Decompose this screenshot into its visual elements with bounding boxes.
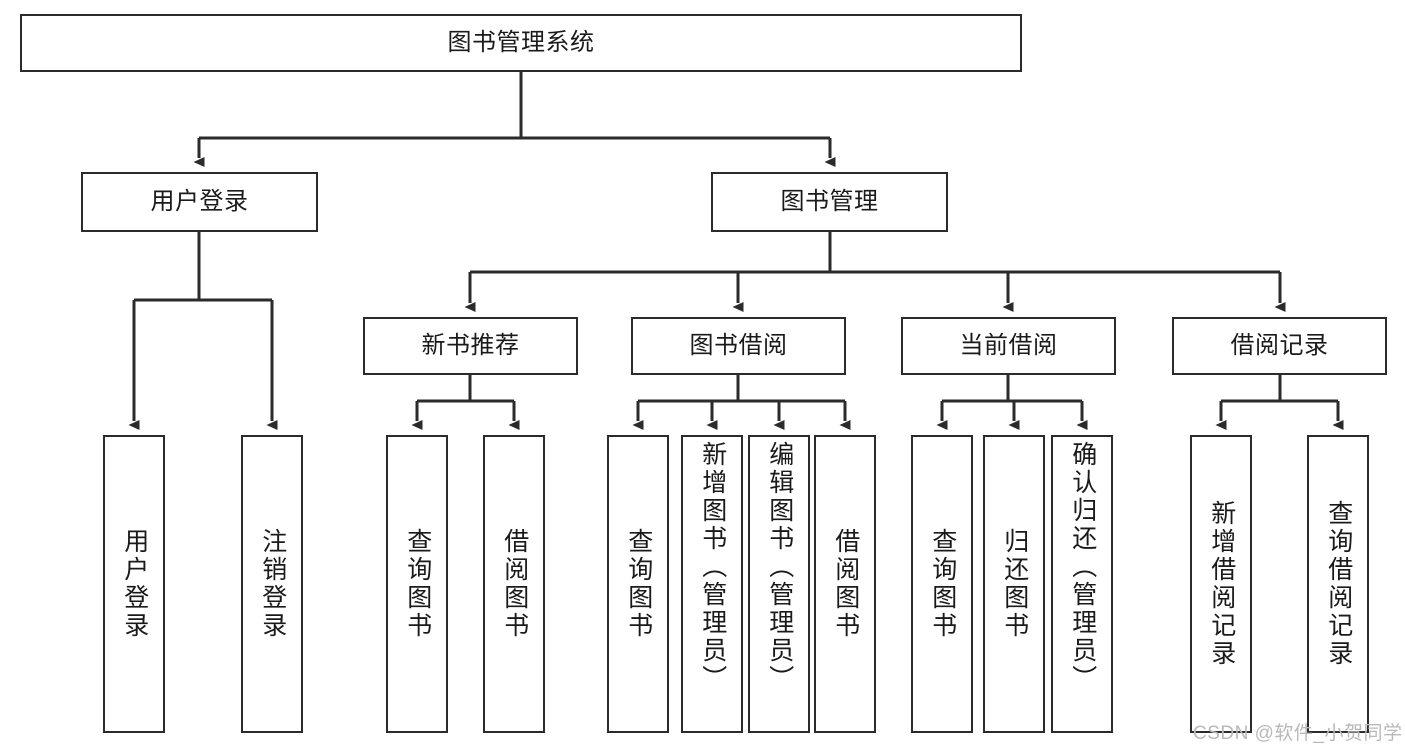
node-leaf-add-record-label: 新增借阅记录 — [1207, 500, 1236, 668]
node-leaf-add-book[interactable]: 新增图书（管理员） — [681, 435, 743, 733]
csdn-watermark-text: CSDN @软件_小贺同学 — [1193, 723, 1403, 744]
node-leaf-borrow-book-1[interactable]: 借阅图书 — [483, 435, 545, 733]
node-user-login[interactable]: 用户登录 — [81, 172, 318, 232]
node-leaf-borrow-book-1-label: 借阅图书 — [500, 528, 529, 640]
node-leaf-logout-label: 注销登录 — [258, 528, 287, 640]
node-leaf-confirm-return[interactable]: 确认归还（管理员） — [1051, 435, 1113, 733]
node-root-label: 图书管理系统 — [447, 28, 595, 56]
node-current-borrow[interactable]: 当前借阅 — [901, 317, 1116, 375]
node-leaf-borrow-book-2[interactable]: 借阅图书 — [814, 435, 876, 733]
node-leaf-add-book-label: 新增图书（管理员） — [698, 441, 727, 693]
node-leaf-query-book-3[interactable]: 查询图书 — [911, 435, 973, 733]
node-leaf-borrow-book-2-label: 借阅图书 — [831, 528, 860, 640]
node-current-borrow-label: 当前借阅 — [959, 331, 1058, 359]
node-borrow-record[interactable]: 借阅记录 — [1172, 317, 1387, 375]
node-book-borrow-label: 图书借阅 — [689, 331, 788, 359]
node-book-borrow[interactable]: 图书借阅 — [631, 317, 846, 375]
csdn-watermark: CSDN @软件_小贺同学 — [1193, 718, 1402, 745]
node-leaf-edit-book-label: 编辑图书（管理员） — [765, 441, 794, 693]
node-leaf-query-record[interactable]: 查询借阅记录 — [1307, 435, 1369, 733]
node-leaf-user-login[interactable]: 用户登录 — [103, 435, 165, 733]
node-leaf-return-book-label: 归还图书 — [1000, 528, 1029, 640]
node-borrow-record-label: 借阅记录 — [1230, 331, 1329, 359]
node-leaf-query-book-2-label: 查询图书 — [624, 528, 653, 640]
node-user-login-label: 用户登录 — [150, 187, 249, 215]
node-leaf-logout[interactable]: 注销登录 — [241, 435, 303, 733]
node-new-book-rec[interactable]: 新书推荐 — [363, 317, 578, 375]
node-leaf-return-book[interactable]: 归还图书 — [983, 435, 1045, 733]
node-leaf-add-record[interactable]: 新增借阅记录 — [1190, 435, 1252, 733]
node-leaf-user-login-label: 用户登录 — [120, 528, 149, 640]
node-leaf-confirm-return-label: 确认归还（管理员） — [1068, 441, 1097, 693]
node-leaf-query-book-1-label: 查询图书 — [403, 528, 432, 640]
node-leaf-query-book-3-label: 查询图书 — [928, 528, 957, 640]
node-book-manage[interactable]: 图书管理 — [711, 172, 948, 232]
node-leaf-query-record-label: 查询借阅记录 — [1324, 500, 1353, 668]
node-book-manage-label: 图书管理 — [780, 187, 879, 215]
node-leaf-query-book-2[interactable]: 查询图书 — [607, 435, 669, 733]
node-leaf-query-book-1[interactable]: 查询图书 — [386, 435, 448, 733]
node-new-book-rec-label: 新书推荐 — [421, 331, 520, 359]
node-leaf-edit-book[interactable]: 编辑图书（管理员） — [748, 435, 810, 733]
node-root[interactable]: 图书管理系统 — [20, 14, 1022, 72]
